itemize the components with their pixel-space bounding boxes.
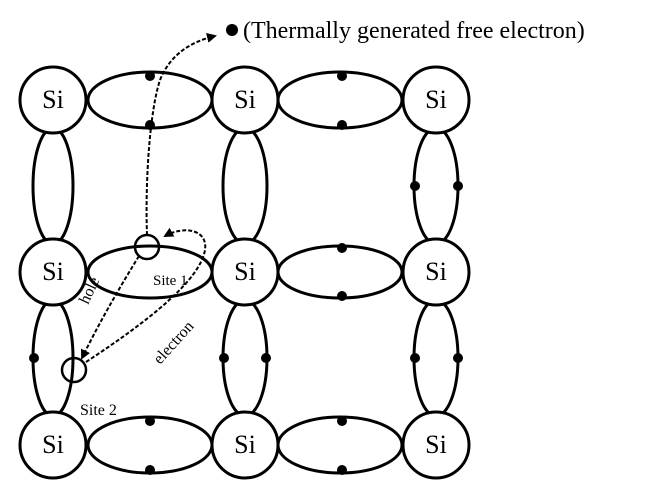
bond-electron — [410, 181, 420, 191]
bond-c2-r0-r1 — [412, 126, 460, 246]
silicon-atoms: Si Si Si Si Si Si Si Si — [18, 65, 471, 480]
si-atom-label: Si — [425, 257, 447, 286]
bond-electron — [145, 465, 155, 475]
bond-c1-r1-r2 — [221, 298, 269, 418]
bond-electron — [410, 353, 420, 363]
si-atom-label: Si — [42, 85, 64, 114]
si-atom: Si — [210, 65, 280, 135]
si-atom: Si — [18, 65, 88, 135]
electron-path — [85, 227, 207, 363]
bond-electron — [145, 120, 155, 130]
si-atom-label: Si — [234, 85, 256, 114]
free-electron-label: (Thermally generated free electron) — [243, 18, 585, 44]
bond-electron — [337, 291, 347, 301]
bond-electron — [29, 353, 39, 363]
free-electron-dot — [226, 24, 238, 36]
si-atom-label: Si — [42, 257, 64, 286]
electron-label: electron — [150, 318, 197, 368]
bond-electron — [337, 71, 347, 81]
site2-marker — [60, 356, 88, 384]
bond-c0-r0-r1 — [31, 126, 75, 246]
bond-electrons — [29, 71, 463, 475]
bond-electron — [261, 353, 271, 363]
bond-electron — [145, 416, 155, 426]
si-atom-label: Si — [425, 85, 447, 114]
si-atom-label: Si — [425, 430, 447, 459]
si-atom-label: Si — [234, 430, 256, 459]
si-atom-label: Si — [234, 257, 256, 286]
bond-electron — [453, 353, 463, 363]
bond-electron — [337, 416, 347, 426]
bond-r1-c0-c1 — [86, 244, 214, 300]
bond-electron — [337, 465, 347, 475]
si-atom: Si — [210, 410, 280, 480]
si-atom: Si — [210, 237, 280, 307]
free-electron-path — [145, 33, 217, 236]
si-atom: Si — [401, 65, 471, 135]
bond-electron — [337, 120, 347, 130]
si-atom-label: Si — [42, 430, 64, 459]
site1-label: Site 1 — [153, 273, 188, 289]
bond-electron — [219, 353, 229, 363]
si-atom: Si — [18, 237, 88, 307]
hole-path — [80, 255, 140, 360]
bond-c1-r0-r1 — [221, 126, 269, 246]
si-atom: Si — [401, 237, 471, 307]
bond-electron — [337, 243, 347, 253]
si-atom: Si — [401, 410, 471, 480]
si-atom: Si — [18, 410, 88, 480]
bond-r1-c1-c2 — [276, 244, 404, 300]
site2-label: Site 2 — [80, 402, 117, 419]
bond-electron — [453, 181, 463, 191]
bond-c2-r1-r2 — [412, 298, 460, 418]
bond-electron — [145, 71, 155, 81]
